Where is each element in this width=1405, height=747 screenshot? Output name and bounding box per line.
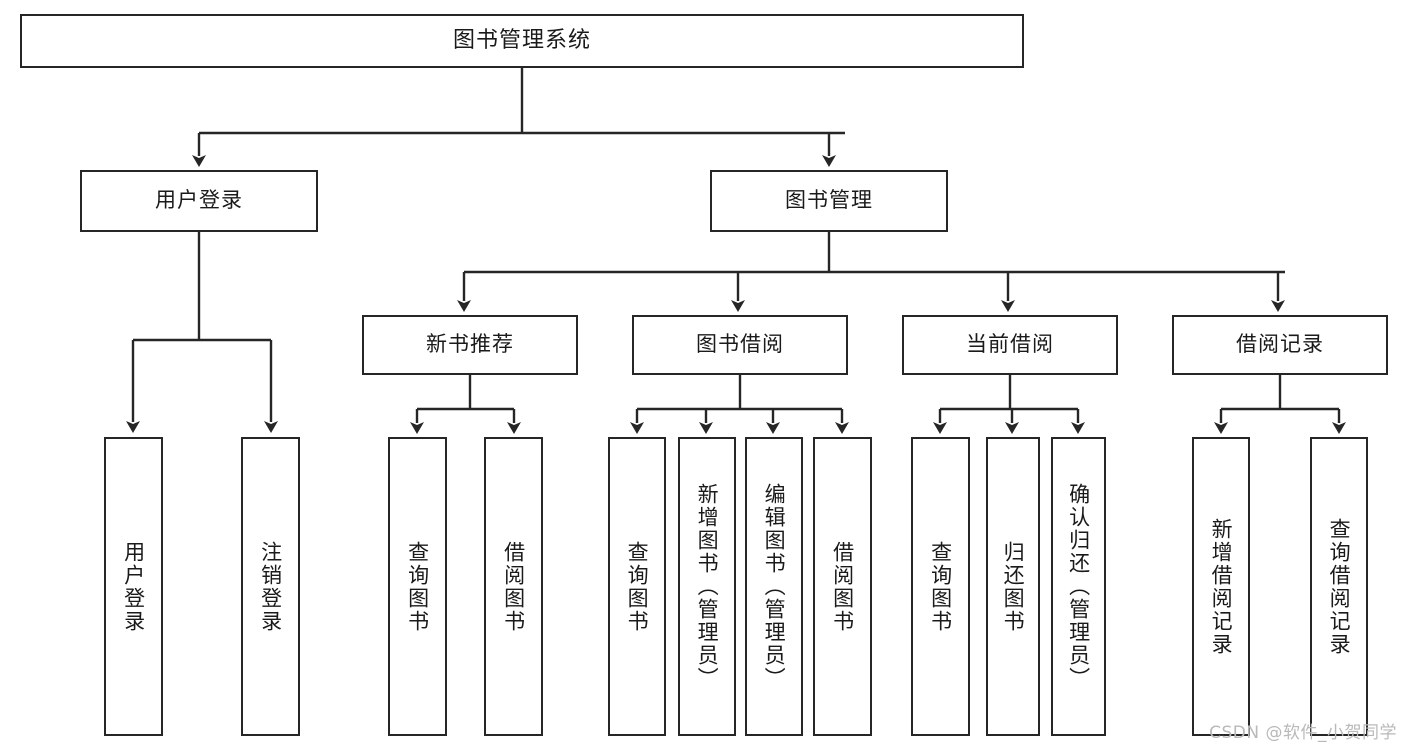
node-label: 查询图书 bbox=[928, 540, 953, 633]
leaf-node[interactable]: 借阅图书 bbox=[813, 437, 872, 736]
leaf-node[interactable]: 编辑图书（管理员） bbox=[745, 437, 803, 736]
node-new-book-recommend[interactable]: 新书推荐 bbox=[362, 315, 578, 375]
node-user-login[interactable]: 用户登录 bbox=[80, 170, 318, 232]
node-label: 新增借阅记录 bbox=[1209, 517, 1234, 656]
node-borrow-record[interactable]: 借阅记录 bbox=[1172, 315, 1388, 375]
leaf-node[interactable]: 查询图书 bbox=[388, 437, 447, 736]
node-label: 用户登录 bbox=[155, 188, 243, 213]
leaf-node[interactable]: 借阅图书 bbox=[484, 437, 543, 736]
leaf-node[interactable]: 查询图书 bbox=[911, 437, 970, 736]
node-label: 图书管理 bbox=[785, 188, 873, 213]
leaf-node[interactable]: 新增借阅记录 bbox=[1192, 437, 1250, 736]
node-book-borrow[interactable]: 图书借阅 bbox=[632, 315, 848, 375]
node-label: 编辑图书（管理员） bbox=[762, 483, 787, 690]
node-label: 借阅记录 bbox=[1236, 332, 1324, 357]
node-label: 当前借阅 bbox=[966, 332, 1054, 357]
node-label: 图书借阅 bbox=[696, 332, 784, 357]
node-current-borrow[interactable]: 当前借阅 bbox=[902, 315, 1118, 375]
node-label: 归还图书 bbox=[1001, 540, 1026, 633]
node-label: 确认归还（管理员） bbox=[1066, 483, 1091, 690]
node-label: 新书推荐 bbox=[426, 332, 514, 357]
node-label: 查询图书 bbox=[625, 540, 650, 633]
node-label: 借阅图书 bbox=[501, 540, 526, 633]
node-label: 用户登录 bbox=[121, 540, 146, 633]
watermark: CSDN @软件_小贺同学 bbox=[1209, 723, 1397, 743]
leaf-node[interactable]: 查询图书 bbox=[608, 437, 666, 736]
node-label: 查询图书 bbox=[405, 540, 430, 633]
node-label: 借阅图书 bbox=[830, 540, 855, 633]
node-root-system[interactable]: 图书管理系统 bbox=[20, 14, 1024, 68]
node-label: 新增图书（管理员） bbox=[695, 483, 720, 690]
leaf-node[interactable]: 用户登录 bbox=[104, 437, 163, 736]
leaf-node[interactable]: 确认归还（管理员） bbox=[1051, 437, 1106, 736]
leaf-node[interactable]: 查询借阅记录 bbox=[1310, 437, 1368, 736]
leaf-node[interactable]: 新增图书（管理员） bbox=[678, 437, 736, 736]
leaf-node[interactable]: 归还图书 bbox=[986, 437, 1040, 736]
node-root-label: 图书管理系统 bbox=[452, 27, 591, 53]
node-label: 查询借阅记录 bbox=[1327, 517, 1352, 656]
node-book-management[interactable]: 图书管理 bbox=[710, 170, 948, 232]
leaf-node[interactable]: 注销登录 bbox=[241, 437, 300, 736]
node-label: 注销登录 bbox=[258, 540, 283, 633]
